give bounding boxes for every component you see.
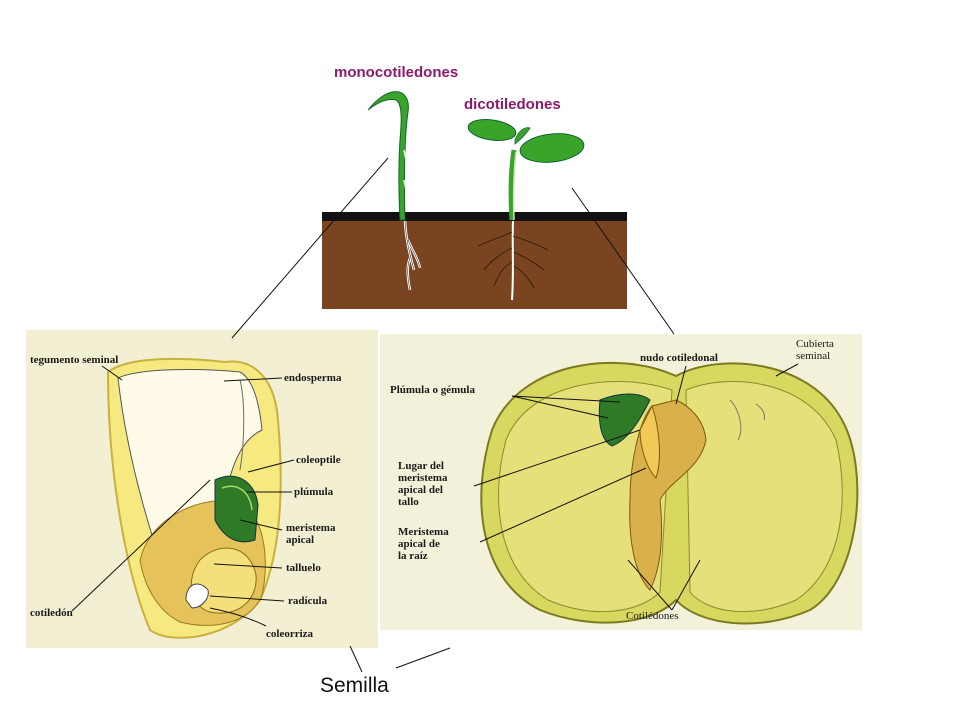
monocot-title: monocotiledones — [334, 64, 459, 81]
label-plumula-mono: plúmula — [294, 486, 334, 498]
label-nudo-cotiledonal: nudo cotiledonal — [640, 352, 718, 364]
soil-box — [322, 212, 627, 309]
mono-leader-lines — [71, 365, 295, 627]
label-plumula-gemula: Plúmula o gémula — [390, 384, 475, 396]
label-coleoptile: coleoptile — [296, 454, 341, 466]
di-leader-lines — [473, 363, 799, 611]
mono-connector — [231, 157, 389, 339]
dicot-seedling — [467, 119, 585, 301]
dicot-title: dicotiledones — [464, 96, 561, 113]
monocot-seedling — [367, 91, 422, 291]
caption-line-right — [395, 647, 451, 669]
label-meristema-apical: meristema apical — [286, 522, 336, 546]
label-meristema-raiz: Meristema apical de la raíz — [398, 526, 449, 562]
label-radicula: radícula — [288, 595, 328, 607]
label-cubierta-seminal: Cubierta seminal — [796, 338, 834, 362]
monocot-seed — [106, 357, 282, 639]
caption-semilla: Semilla — [320, 674, 389, 697]
label-talluelo: talluelo — [286, 562, 321, 574]
label-coleorriza: coleorriza — [266, 628, 314, 640]
caption-line-left — [349, 645, 363, 673]
label-cotiledon: cotiledón — [30, 607, 73, 619]
label-cotiledones: Cotilédones — [626, 610, 679, 622]
di-connector — [571, 187, 675, 335]
label-tegumento-seminal: tegumento seminal — [30, 354, 119, 366]
dicot-seed — [480, 361, 859, 625]
label-endosperma: endosperma — [284, 372, 342, 384]
label-lugar-meristema: Lugar del meristema apical del tallo — [398, 460, 448, 508]
